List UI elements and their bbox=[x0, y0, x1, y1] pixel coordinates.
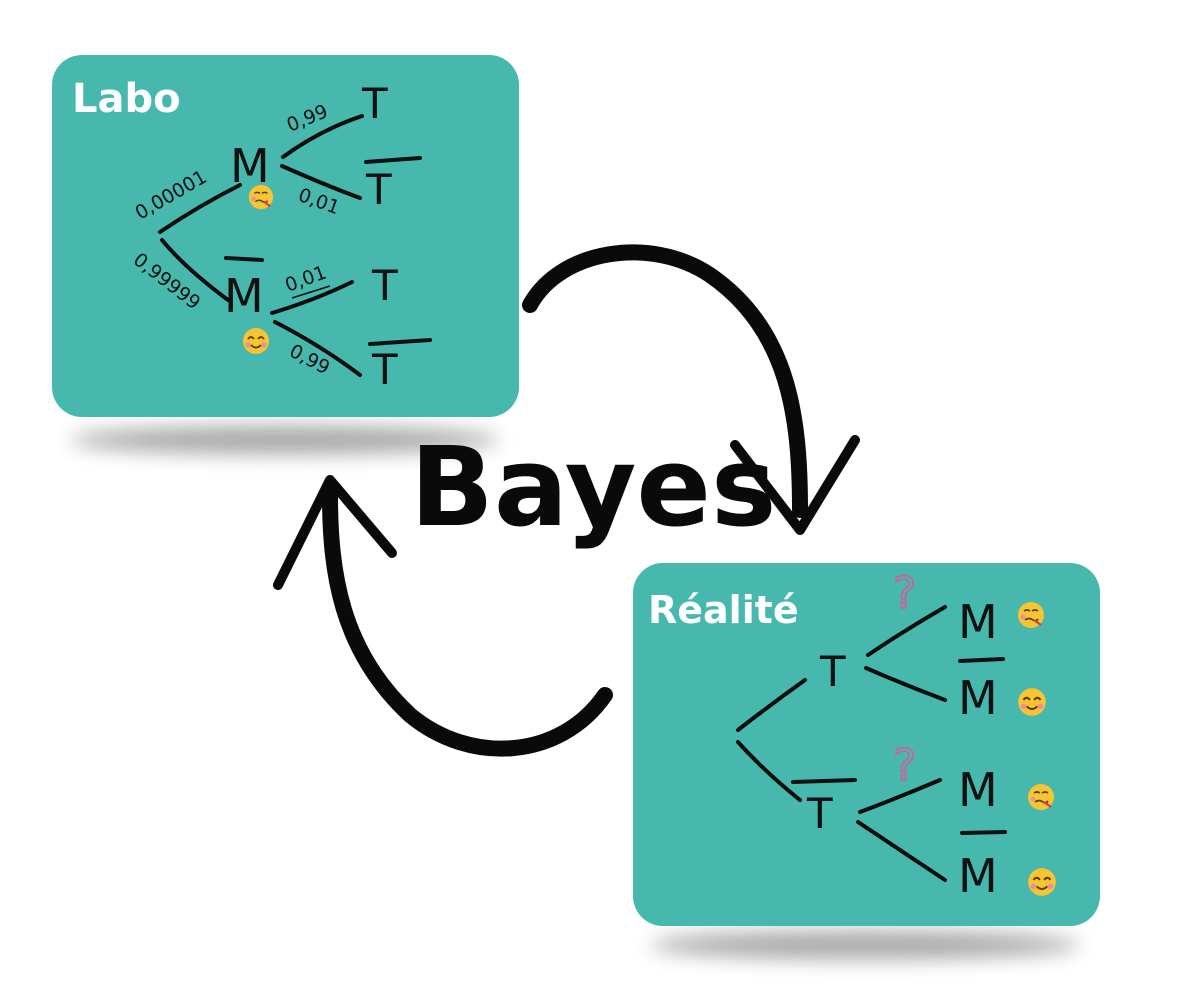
leaf-m-not-t: T bbox=[365, 165, 392, 214]
branch-not-m-not-t bbox=[273, 320, 362, 377]
arrow-head-up bbox=[273, 475, 397, 590]
branch-not-t-not-m bbox=[856, 820, 947, 882]
leaf-not-t-not-m-bar bbox=[960, 830, 1007, 835]
branch-root-not-t bbox=[736, 740, 802, 802]
leaf-not-t-not-m: M bbox=[958, 849, 998, 903]
realite-panel-shadow bbox=[650, 931, 1080, 959]
labo-panel: Labo M M T T T T 0,00001 0,99999 0,99 0,… bbox=[52, 55, 519, 417]
node-not-m: M bbox=[224, 269, 264, 323]
sick-face-icon bbox=[1026, 782, 1056, 812]
question-mark-top: ? bbox=[893, 568, 916, 619]
leaf-t-not-m: M bbox=[958, 671, 998, 725]
leaf-not-t-m: M bbox=[958, 763, 998, 817]
branch-not-m-t bbox=[270, 280, 354, 315]
node-not-t-bar bbox=[791, 778, 857, 784]
branch-t-not-m bbox=[864, 666, 947, 702]
smiling-face-icon bbox=[1027, 867, 1057, 897]
labo-panel-shadow bbox=[70, 426, 500, 454]
leaf-not-m-not-t-bar bbox=[368, 338, 432, 346]
realite-panel-bg bbox=[633, 563, 1100, 926]
realite-panel: Réalité T T M M M M ? ? bbox=[633, 563, 1100, 926]
center-label-bayes: Bayes bbox=[410, 423, 776, 551]
smiling-face-icon bbox=[242, 327, 270, 355]
branch-m-not-t bbox=[280, 164, 362, 200]
branch-t-m bbox=[866, 605, 947, 657]
leaf-t-not-m-bar bbox=[958, 657, 1005, 663]
leaf-not-m-not-t: T bbox=[371, 345, 398, 394]
realite-title: Réalité bbox=[648, 588, 799, 632]
arrow-realite-to-labo bbox=[273, 475, 613, 757]
branch-root-m bbox=[158, 183, 242, 234]
sick-face-icon bbox=[247, 183, 275, 211]
branch-root-t bbox=[736, 678, 807, 732]
node-t: T bbox=[819, 647, 846, 696]
prob-t-given-not-m-underline bbox=[291, 285, 331, 299]
smiling-face-icon bbox=[1017, 687, 1047, 717]
arrow-head-down bbox=[730, 435, 860, 535]
branch-root-not-m bbox=[160, 238, 230, 302]
labo-title: Labo bbox=[72, 76, 181, 122]
labo-panel-bg bbox=[52, 55, 519, 417]
leaf-not-m-t: T bbox=[371, 261, 398, 310]
arrow-labo-to-realite bbox=[522, 244, 860, 535]
branch-m-t bbox=[281, 114, 364, 159]
node-not-m-bar bbox=[224, 256, 264, 262]
leaf-m-not-t-bar bbox=[364, 156, 422, 164]
leaf-m-t: T bbox=[361, 79, 388, 128]
leaf-t-m: M bbox=[958, 595, 998, 649]
node-m: M bbox=[230, 139, 270, 193]
sick-face-icon bbox=[1016, 600, 1046, 630]
node-not-t: T bbox=[806, 789, 833, 838]
question-mark-bottom: ? bbox=[893, 740, 916, 791]
branch-not-t-m bbox=[858, 778, 942, 814]
